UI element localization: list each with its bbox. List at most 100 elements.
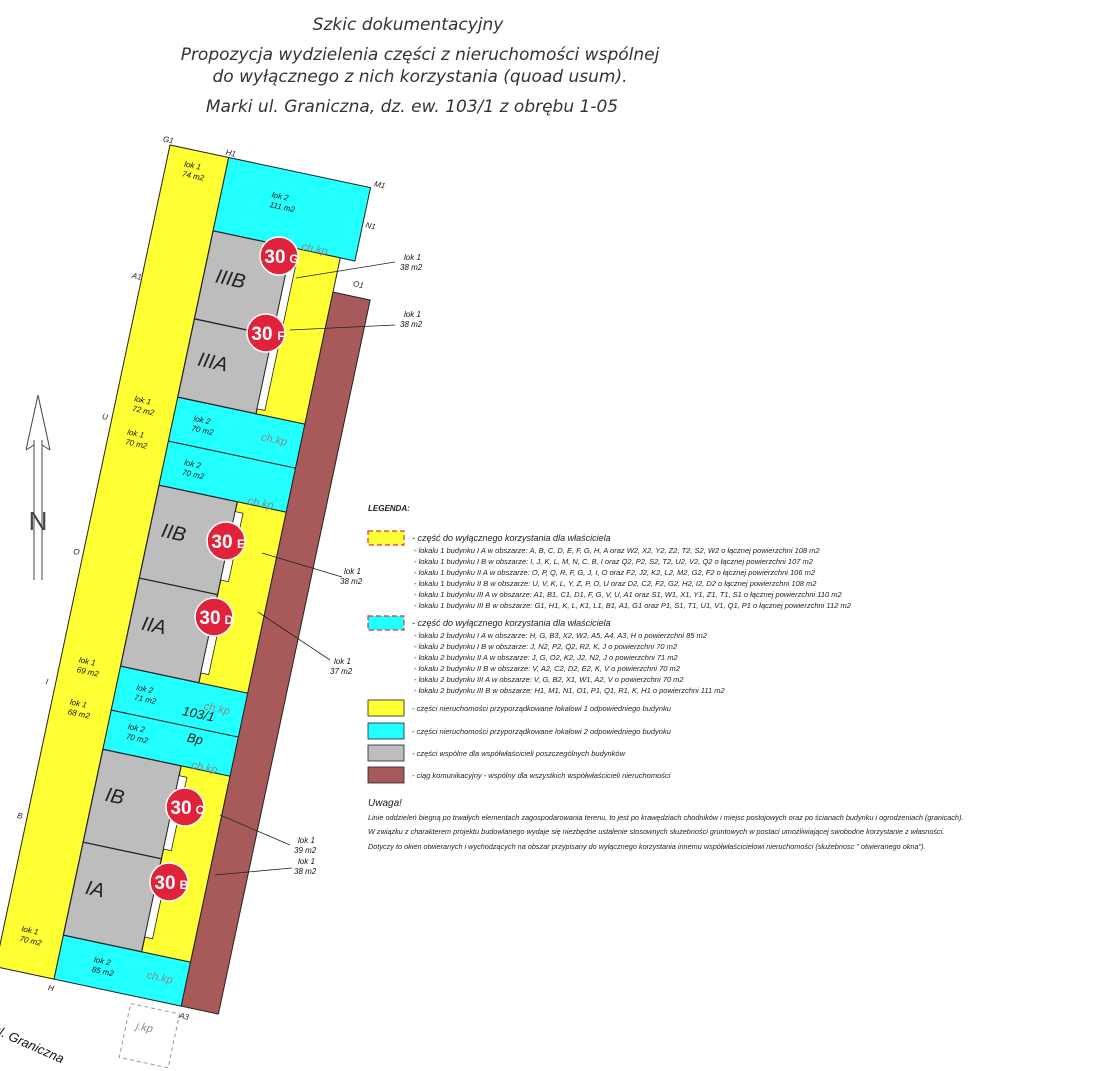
area-label: lok 2 xyxy=(127,722,146,734)
legend-road-text: - ciąg komunikacyjny - wspólny dla wszys… xyxy=(412,771,671,780)
badge-30F: 30 F xyxy=(246,313,286,353)
building-label: IB xyxy=(103,784,126,809)
legend-cyan-dashed-title: - część do wyłącznego korzystania dla wł… xyxy=(412,618,611,628)
point-label: I xyxy=(45,677,50,686)
point-label: A1 xyxy=(130,271,142,282)
point-label: A3 xyxy=(177,1011,190,1022)
note-line: Dotyczy to okien otwieranych i wychodząc… xyxy=(368,842,926,851)
callout-label: lok 1 xyxy=(334,657,351,666)
badge-30G: 30 G xyxy=(259,236,299,276)
point-label: M1 xyxy=(373,179,386,190)
title-block: Szkic dokumentacyjny Propozycja wydziele… xyxy=(181,15,660,117)
badge-letter: B xyxy=(180,878,189,892)
legend-line: - lokalu 1 budynku II A w obszarze: O, P… xyxy=(414,568,816,577)
legend-cyan-text: - części nieruchomości przyporządkowane … xyxy=(412,727,672,736)
badge-letter: C xyxy=(196,803,205,817)
legend-line: - lokalu 1 budynku II B w obszarze: U, V… xyxy=(414,579,817,588)
building-label: IA xyxy=(83,877,106,902)
area-label: lok 1 xyxy=(126,428,144,440)
point-label: H1 xyxy=(225,148,237,159)
jkp-label: j.kp xyxy=(133,1020,154,1036)
note: Uwaga! Linie oddzieleń biegną po trwałyc… xyxy=(368,798,963,851)
point-label: G1 xyxy=(162,135,174,146)
callout-label: lok 1 xyxy=(404,310,421,319)
point-label: H xyxy=(47,983,55,993)
callout-label: lok 1 xyxy=(404,253,421,262)
badge-letter: F xyxy=(277,329,284,343)
callout-label: 38 m2 xyxy=(400,320,423,329)
legend-yellow-text: - części nieruchomości przyporządkowane … xyxy=(412,704,672,713)
chkp-label-6: ch.kp xyxy=(146,969,174,986)
area-label: lok 1 xyxy=(21,924,39,936)
badge-number: 30 xyxy=(211,532,232,553)
badge-number: 30 xyxy=(154,873,175,894)
badges: 30 G 30 F 30 E 30 D 30 C 30 B xyxy=(149,236,299,902)
parcel-number: 103/1 xyxy=(181,703,216,724)
chkp-label-3: ch.kp xyxy=(246,495,274,512)
legend-line: - lokalu 1 budynku III B w obszarze: G1,… xyxy=(414,601,852,610)
badge-30B: 30 B xyxy=(149,862,189,902)
callouts xyxy=(214,261,396,876)
area-label: lok 2 xyxy=(183,458,202,470)
callout-label: 39 m2 xyxy=(294,846,317,855)
legend-line: - lokalu 1 budynku I A w obszarze: A, B,… xyxy=(414,546,820,555)
north-arrow-icon xyxy=(25,394,51,580)
legend-line: - lokalu 2 budynku II A w obszarze: J, G… xyxy=(414,653,679,662)
note-heading: Uwaga! xyxy=(368,798,402,809)
callout-label: 38 m2 xyxy=(400,263,423,272)
legend: LEGENDA: - część do wyłącznego korzystan… xyxy=(367,504,852,784)
point-label: O xyxy=(72,547,80,557)
title-line-4: Marki ul. Graniczna, dz. ew. 103/1 z obr… xyxy=(206,97,618,117)
legend-line: - lokalu 1 budynku III A w obszarze: A1,… xyxy=(414,590,843,599)
legend-line: - lokalu 2 budynku II B w obszarze: V, A… xyxy=(414,664,681,673)
badge-30C: 30 C xyxy=(165,787,205,827)
badge-number: 30 xyxy=(251,324,272,345)
badge-30E: 30 E xyxy=(206,521,246,561)
callout-label: 38 m2 xyxy=(294,867,317,876)
legend-line: - lokalu 2 budynku III B w obszarze: H1,… xyxy=(414,686,726,695)
legend-swatch-cyan xyxy=(367,722,405,740)
area-label: lok 1 xyxy=(78,655,96,667)
legend-yellow-dashed-title: - część do wyłącznego korzystania dla wł… xyxy=(412,533,611,543)
plot: ch.kp ch.kp ch.kp ch.kp ch.kp ch.kp lok … xyxy=(0,135,386,1069)
area-label: lok 2 xyxy=(93,955,112,967)
callout-label: 37 m2 xyxy=(330,667,353,676)
title-line-2: Propozycja wydzielenia części z nierucho… xyxy=(181,45,660,65)
north-label: N xyxy=(29,506,48,536)
street-label: ul. Graniczna xyxy=(0,1021,66,1066)
badge-letter: E xyxy=(237,537,245,551)
area-label: lok 2 xyxy=(136,683,155,695)
building-label: IIA xyxy=(140,613,168,640)
point-labels: G1 H1 M1 N1 O1 A1 U O I B A H A3 xyxy=(16,135,386,1022)
area-label: lok 2 xyxy=(193,414,212,426)
badge-letter: G xyxy=(289,252,298,266)
parcel-code: Bp xyxy=(186,730,205,748)
badge-30D: 30 D xyxy=(194,597,234,637)
chkp-label-5: ch.kp xyxy=(190,759,218,776)
callout-labels: lok 1 38 m2 lok 1 38 m2 lok 1 38 m2 lok … xyxy=(294,253,423,876)
note-line: Linie oddzieleń biegną po trwałych eleme… xyxy=(368,813,963,822)
note-line: W związku z charakterem projektu budowla… xyxy=(368,827,944,836)
area-label: lok 1 xyxy=(134,394,152,406)
callout-label: lok 1 xyxy=(298,857,315,866)
legend-line: - lokalu 2 budynku I A w obszarze: H, G,… xyxy=(414,631,708,640)
legend-line: - lokalu 1 budynku I B w obszarze: I, J,… xyxy=(414,557,814,566)
callout-label: lok 1 xyxy=(298,836,315,845)
chkp-labels: ch.kp ch.kp ch.kp ch.kp ch.kp ch.kp xyxy=(146,241,329,987)
legend-line: - lokalu 2 budynku III A w obszarze: V, … xyxy=(414,675,684,684)
legend-swatch-yellow-dashed xyxy=(367,530,405,546)
chkp-label-4: ch.kp xyxy=(203,700,231,717)
chkp-label-1: ch.kp xyxy=(301,241,329,258)
title-line-1: Szkic dokumentacyjny xyxy=(313,15,505,35)
legend-swatch-gray xyxy=(367,744,405,762)
building-label: IIB xyxy=(159,520,187,547)
area-label: lok 2 xyxy=(271,190,290,202)
badge-number: 30 xyxy=(264,247,285,268)
point-label: O1 xyxy=(352,279,364,290)
legend-swatch-yellow xyxy=(367,699,405,717)
legend-line: - lokalu 2 budynku I B w obszarze: J, N2… xyxy=(414,642,678,651)
point-label: N1 xyxy=(365,221,377,232)
chkp-label-2: ch.kp xyxy=(260,431,288,448)
legend-gray-text: - części wspólne dla współwłaścicieli po… xyxy=(412,749,626,758)
